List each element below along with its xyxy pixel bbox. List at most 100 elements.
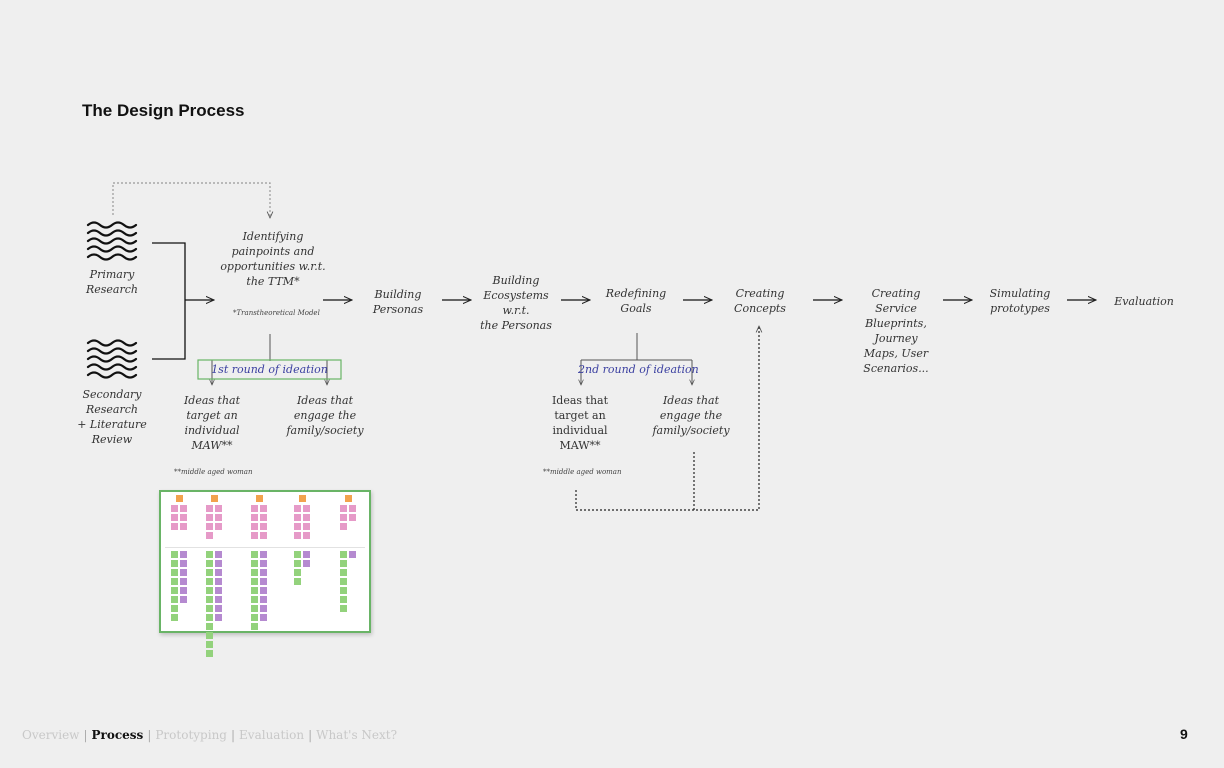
sticky-note-pink [206,523,213,530]
source-merge-bracket [152,242,214,360]
sticky-note-pink [206,514,213,521]
sticky-note-green [171,569,178,576]
sticky-note-pink [349,514,356,521]
sticky-note-purple [260,560,267,567]
sticky-note-green [340,596,347,603]
nav-separator: | [147,728,152,742]
sticky-note-pink [180,505,187,512]
ideation2-individual-ideas: Ideas that target an individual MAW** [551,394,609,452]
sticky-note-green [171,596,178,603]
sticky-note-orange [299,495,306,502]
sticky-note-green [340,578,347,585]
step-simulating-prototypes: Simulating prototypes [989,287,1051,315]
sticky-note-pink [251,505,258,512]
sticky-note-pink [260,505,267,512]
sticky-note-green [171,587,178,594]
sticky-note-green [206,587,213,594]
sticky-note-purple [260,596,267,603]
sticky-note-purple [303,560,310,567]
sticky-note-purple [260,569,267,576]
sticky-note-green [294,560,301,567]
sticky-note-green [251,614,258,621]
sticky-note-orange [211,495,218,502]
sticky-note-green [294,551,301,558]
sticky-note-purple [303,551,310,558]
sticky-note-green [251,551,258,558]
sticky-note-pink [215,514,222,521]
sticky-note-green [171,560,178,567]
sticky-note-green [206,569,213,576]
nav-item-what-s-next[interactable]: What's Next? [316,728,398,742]
step-redefining-goals: Redefining Goals [605,287,667,315]
sticky-note-pink [251,532,258,539]
sticky-note-pink [349,505,356,512]
sticky-note-pink [251,523,258,530]
sticky-note-pink [260,532,267,539]
sticky-note-purple [260,578,267,585]
sticky-note-pink [180,523,187,530]
sticky-note-pink [303,523,310,530]
sticky-note-green [206,578,213,585]
sticky-note-orange [176,495,183,502]
sticky-note-purple [180,560,187,567]
step-creating-service-blueprints: Creating Service Blueprints, Journey Map… [863,287,929,375]
sticky-note-green [294,578,301,585]
sticky-note-pink [215,505,222,512]
sticky-note-pink [340,523,347,530]
sticky-note-pink [251,514,258,521]
sticky-note-green [206,551,213,558]
sticky-note-green [171,551,178,558]
top-feedback-loop [112,182,270,218]
sticky-note-green [206,650,213,657]
sticky-note-green [340,569,347,576]
sticky-note-pink [180,514,187,521]
sticky-note-green [251,605,258,612]
sticky-note-green [340,587,347,594]
ideation1-label: 1st round of ideation [211,363,328,376]
sticky-note-green [206,605,213,612]
wave-icon-primary [86,221,138,261]
nav-item-prototyping[interactable]: Prototyping [155,728,227,742]
sticky-note-pink [215,523,222,530]
sticky-note-green [206,614,213,621]
sticky-note-purple [215,551,222,558]
sticky-note-pink [206,505,213,512]
step-evaluation: Evaluation [1114,295,1174,308]
ideation2-branches [581,333,692,385]
secondary-research-label: Secondary Research + Literature Review [77,388,147,446]
ideation1-footnote: **middle aged woman [174,468,253,476]
sticky-note-green [340,551,347,558]
sticky-note-green [340,605,347,612]
sticky-note-orange [256,495,263,502]
ideation1-individual-ideas: Ideas that target an individual MAW** [183,394,241,452]
sticky-note-purple [180,596,187,603]
sticky-note-purple [260,587,267,594]
sticky-note-green [171,578,178,585]
sticky-note-green [206,596,213,603]
ideation1-family-ideas: Ideas that engage the family/society [286,394,364,437]
ideation2-label: 2nd round of ideation [578,363,699,376]
sticky-note-pink [171,514,178,521]
sticky-note-purple [215,569,222,576]
nav-item-process[interactable]: Process [91,728,144,742]
sticky-note-green [206,623,213,630]
sticky-note-purple [349,551,356,558]
nav-item-evaluation[interactable]: Evaluation [239,728,305,742]
sticky-note-pink [340,514,347,521]
ideation1-box [197,359,342,380]
sticky-note-green [251,587,258,594]
sticky-note-purple [180,569,187,576]
sticky-note-purple [215,578,222,585]
ideation2-family-ideas: Ideas that engage the family/society [652,394,730,437]
ideation-sticky-board [159,490,371,657]
sticky-note-pink [294,523,301,530]
nav-item-overview[interactable]: Overview [22,728,80,742]
sticky-note-pink [340,505,347,512]
sticky-note-purple [215,560,222,567]
sticky-note-purple [260,605,267,612]
sticky-note-pink [294,532,301,539]
sticky-note-pink [303,514,310,521]
sticky-note-green [251,578,258,585]
sticky-note-purple [215,614,222,621]
